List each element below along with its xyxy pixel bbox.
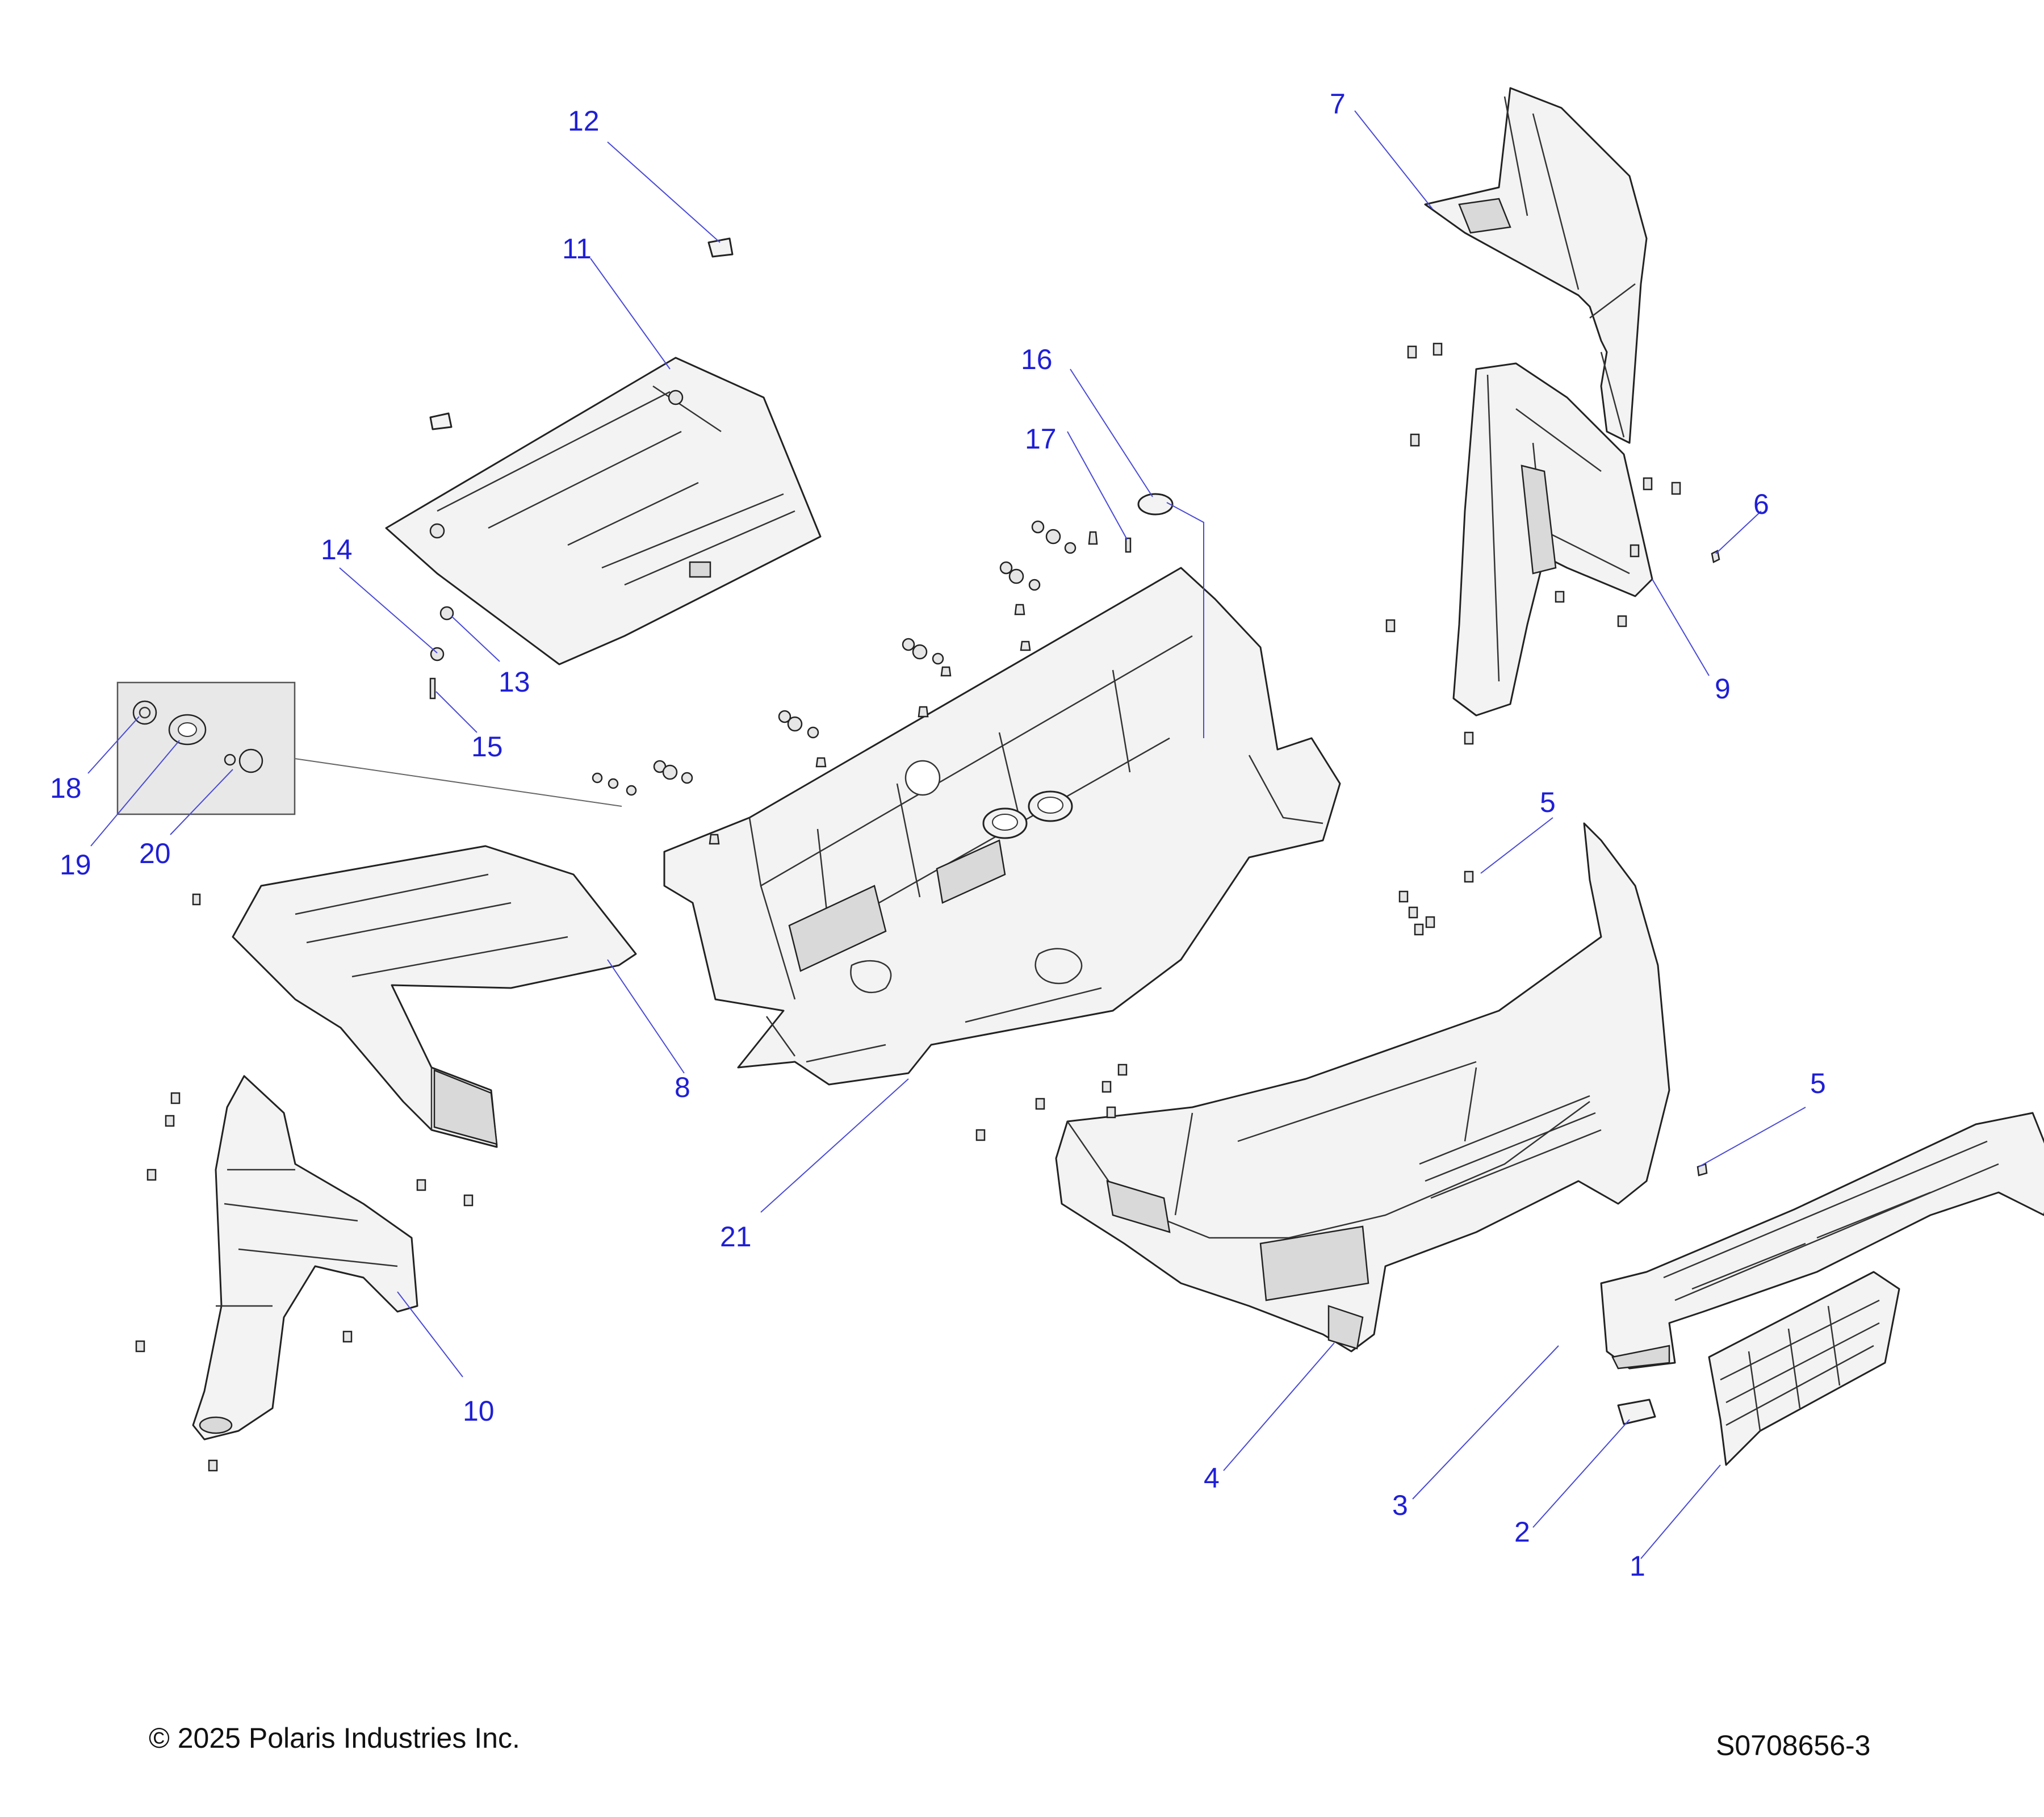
hood-part-11 — [385, 357, 822, 665]
hood-fasteners — [429, 606, 454, 700]
callout-3: 3 — [1392, 1489, 1408, 1521]
callout-13: 13 — [499, 666, 530, 698]
callout-4: 4 — [1204, 1462, 1220, 1494]
right-side-panel-part-9 — [1452, 362, 1653, 717]
callout-6: 6 — [1753, 488, 1769, 520]
bulkhead-part-21 — [663, 567, 1341, 1086]
screw-part-17 — [1125, 537, 1132, 553]
callout-2: 2 — [1514, 1516, 1530, 1548]
callout-18: 18 — [50, 772, 82, 804]
callout-19: 19 — [60, 849, 91, 881]
callout-5a: 5 — [1540, 786, 1556, 818]
callout-10: 10 — [463, 1395, 495, 1427]
callout-12: 12 — [568, 105, 600, 137]
front-bumper-part-4 — [1055, 822, 1670, 1353]
left-side-fasteners — [135, 893, 474, 1472]
drawing-number: S0708656-3 — [1716, 1730, 1871, 1761]
right-cowl-part-7 — [1424, 87, 1648, 444]
callout-14: 14 — [321, 534, 353, 566]
callout-20: 20 — [139, 838, 171, 869]
callout-9: 9 — [1715, 673, 1731, 705]
callout-16: 16 — [1021, 344, 1053, 375]
leader-lines — [87, 110, 1806, 1559]
bulkhead-fasteners — [592, 520, 1098, 845]
fastener-detail-inset — [116, 681, 622, 815]
latch-pair-hood — [429, 412, 453, 430]
callout-11: 11 — [562, 233, 592, 265]
latch-part-12 — [707, 237, 734, 258]
grille-surround-part-3 — [1600, 1112, 2044, 1370]
callout-17: 17 — [1025, 423, 1057, 455]
grommet-part-16 — [1137, 493, 1174, 516]
callout-15: 15 — [471, 731, 503, 763]
left-side-panel-part-10 — [192, 1075, 418, 1441]
copyright-notice: © 2025 Polaris Industries Inc. — [149, 1722, 520, 1754]
clip-part-2 — [1617, 1399, 1656, 1425]
left-cowl-part-8 — [232, 845, 637, 1148]
callout-8: 8 — [675, 1071, 690, 1103]
callout-7: 7 — [1330, 88, 1346, 120]
callout-1: 1 — [1630, 1550, 1645, 1582]
grille-insert-part-1 — [1708, 1271, 1900, 1466]
right-side-fasteners — [1385, 342, 1720, 745]
callout-21: 21 — [720, 1221, 752, 1253]
callout-labels: 1 2 3 4 5 5 6 7 8 9 10 11 12 13 14 15 16… — [50, 88, 1826, 1582]
callout-5b: 5 — [1810, 1067, 1826, 1099]
